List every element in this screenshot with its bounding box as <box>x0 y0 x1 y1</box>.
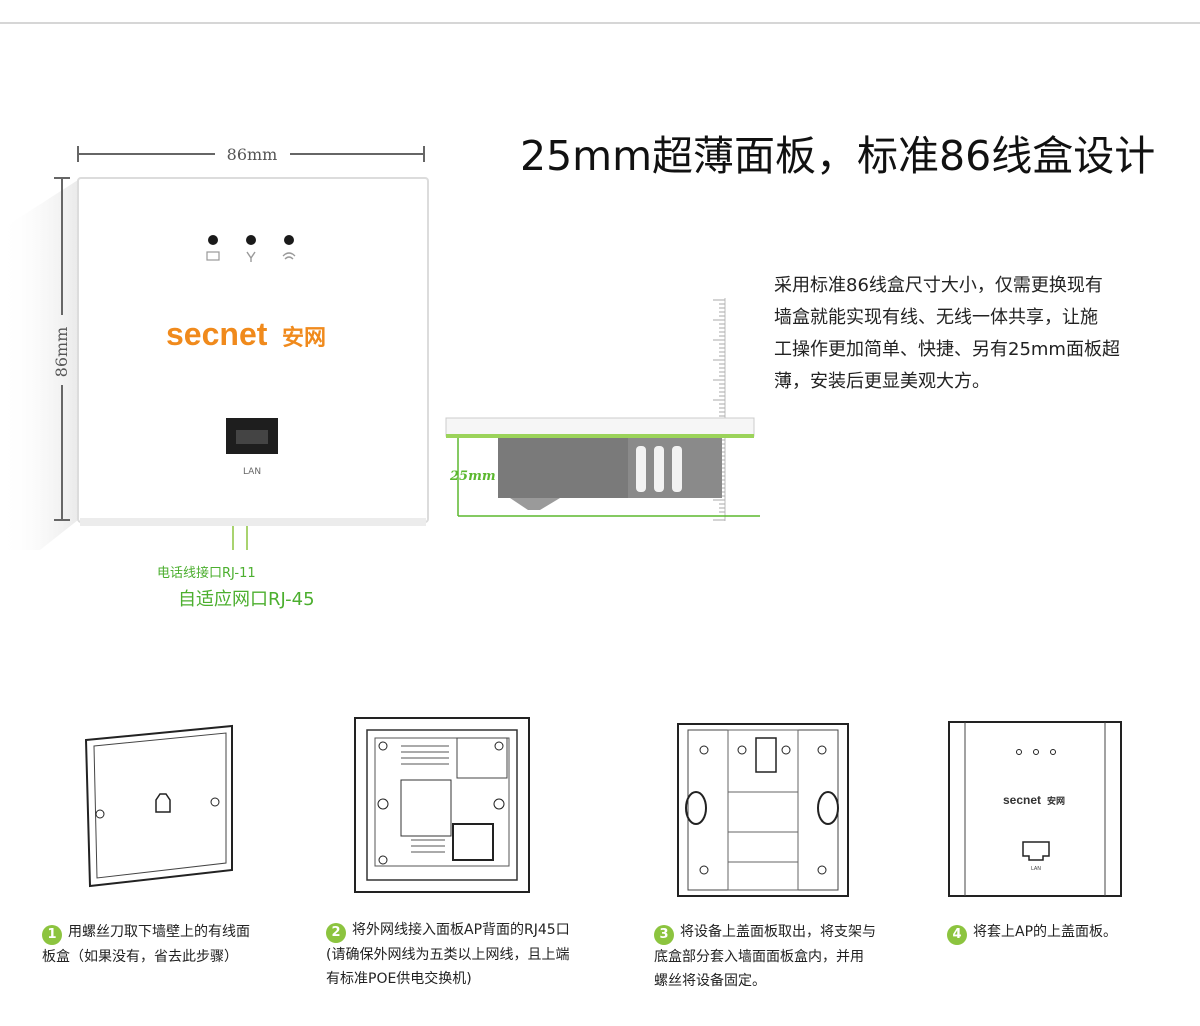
rj11-socket-icon <box>155 793 171 813</box>
step-number-badge: 1 <box>42 925 62 945</box>
step1-illustration <box>84 724 233 888</box>
brand-logo-cn: 安网 <box>282 325 326 351</box>
led-indicator <box>208 235 218 245</box>
step3-illustration <box>677 723 849 897</box>
page-headline: 25mm超薄面板，标准86线盒设计 <box>520 132 1156 180</box>
panel-front-illustration: 86mm 86mm secnet 安网 LAN <box>0 145 429 550</box>
step4-illustration: secnet 安网 LAN <box>948 721 1122 897</box>
step4-brand: secnet <box>1003 793 1041 807</box>
rj11-port-label: 电话线接口RJ-11 <box>157 566 256 581</box>
wifi-icon <box>282 252 296 260</box>
top-divider <box>0 22 1200 24</box>
led-indicator <box>284 235 294 245</box>
led-indicator <box>246 235 256 245</box>
description-line: 薄，安装后更显美观大方。 <box>774 371 990 392</box>
step-number-badge: 4 <box>947 925 967 945</box>
description-line: 采用标准86线盒尺寸大小，仅需更换现有 <box>774 275 1103 296</box>
description-line: 工操作更加简单、快捷、另有25mm面板超 <box>774 339 1120 360</box>
depth-label: 25mm <box>449 469 496 484</box>
step-number-badge: 3 <box>654 925 674 945</box>
side-plate <box>445 417 755 437</box>
description-line: 墙盒就能实现有线、无线一体共享，让施 <box>774 307 1098 328</box>
step4-brand-cn: 安网 <box>1047 795 1065 807</box>
step2-illustration <box>354 717 530 893</box>
brand-logo: secnet <box>166 316 268 352</box>
description-block: 采用标准86线盒尺寸大小，仅需更换现有 墙盒就能实现有线、无线一体共享，让施 工… <box>774 270 1174 398</box>
width-label: 86mm <box>227 145 278 164</box>
lan-socket-icon <box>1022 841 1050 861</box>
height-label: 86mm <box>52 327 71 378</box>
panel-side-illustration: 25mm <box>445 298 760 521</box>
rj45-port-label: 自适应网口RJ-45 <box>178 589 315 610</box>
step4-lan-label: LAN <box>1031 866 1041 872</box>
wrench-icon <box>246 251 256 262</box>
panel-shadow <box>0 180 78 550</box>
lan-label: LAN <box>243 467 261 477</box>
step-number-badge: 2 <box>326 923 346 943</box>
monitor-icon <box>206 251 220 261</box>
